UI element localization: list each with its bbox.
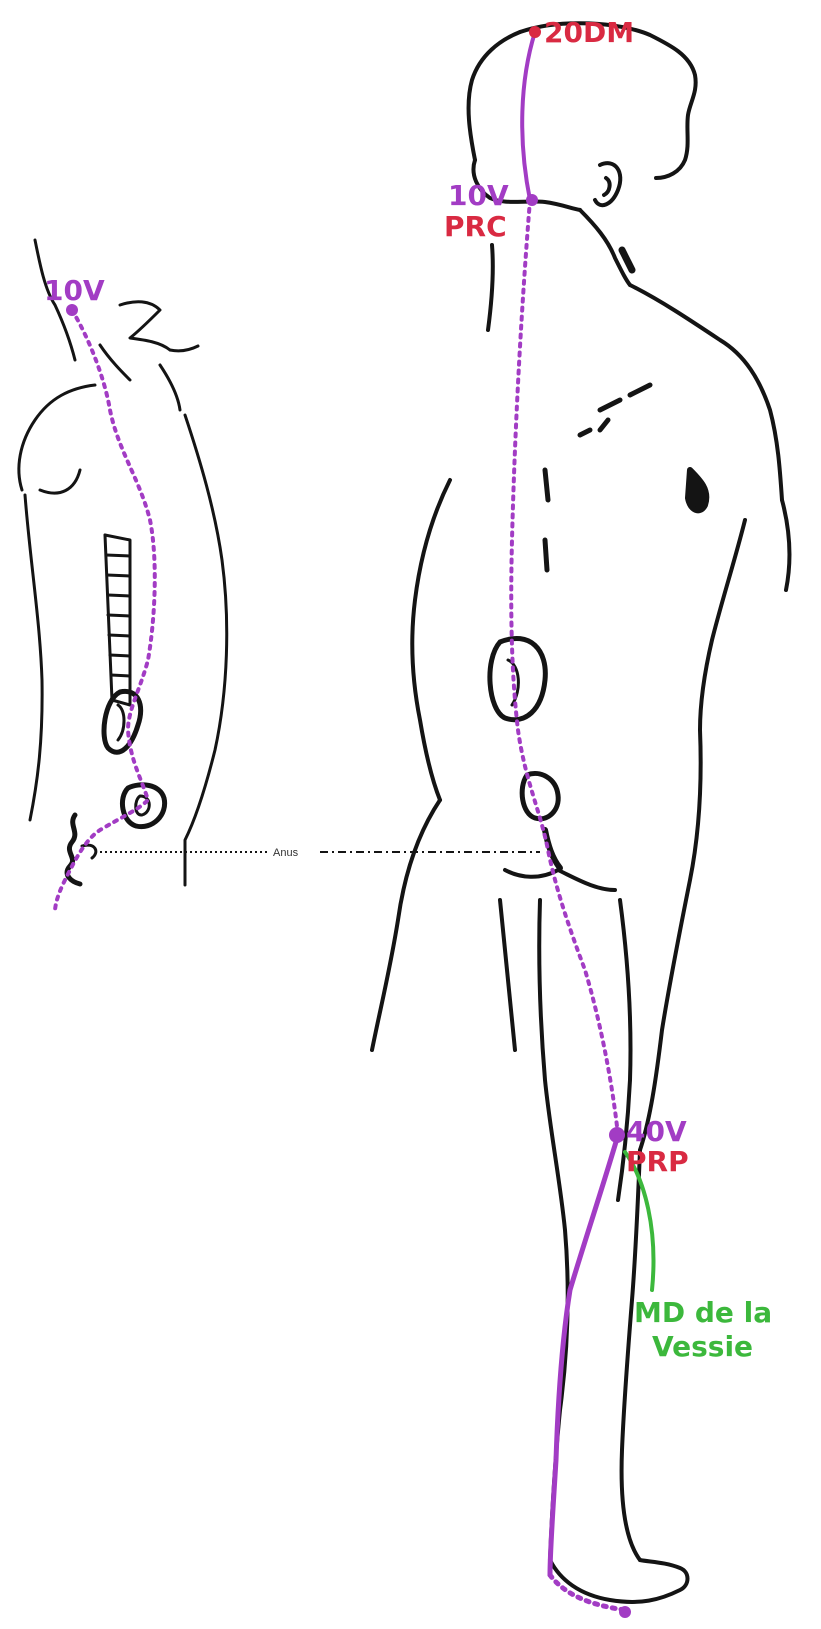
point-10v-right-dot xyxy=(526,194,538,206)
label-md-line2: Vessie xyxy=(652,1330,753,1363)
label-10v-left: 10V xyxy=(44,274,105,307)
label-prc: PRC xyxy=(444,210,507,243)
right-figure-outline xyxy=(372,23,789,1602)
point-20dm-dot xyxy=(529,26,541,38)
back-meridian-dotted xyxy=(511,200,618,1135)
label-md-line1: MD de la xyxy=(634,1296,772,1329)
foot-end-dot xyxy=(619,1606,631,1618)
anus-label: Anus xyxy=(273,847,299,859)
left-meridian-dotted xyxy=(55,310,155,910)
anus-reference-line: Anus xyxy=(95,847,540,859)
label-10v-right: 10V xyxy=(448,179,509,212)
head-meridian-solid xyxy=(522,32,535,200)
label-prp: PRP xyxy=(626,1145,689,1178)
point-40v-dot xyxy=(609,1127,625,1143)
label-20dm: 20DM xyxy=(544,16,634,49)
label-40v: 40V xyxy=(626,1115,687,1148)
left-figure-outline xyxy=(19,240,227,885)
